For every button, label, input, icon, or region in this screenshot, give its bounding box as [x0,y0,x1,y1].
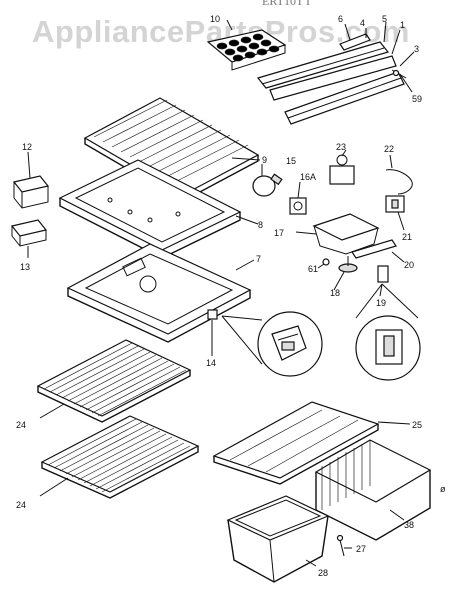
lamp-socket [289,197,307,215]
switch-detail [355,283,421,381]
label-16a: 16A [300,172,316,182]
label-15: 15 [286,156,296,166]
label-7: 7 [256,254,261,264]
label-9: 9 [262,155,267,165]
light-housing [312,213,380,255]
label-18: 18 [330,288,340,298]
label-25: 25 [412,420,422,430]
screw-61 [322,258,330,266]
label-8: 8 [258,220,263,230]
label-21: 21 [402,232,412,242]
label-1: 1 [400,20,405,30]
crisper-screw [336,534,345,557]
wire-shelf-lower [40,415,200,499]
label-19: 19 [376,298,386,308]
label-10: 10 [210,14,220,24]
label-17: 17 [274,228,284,238]
wire-harness [385,169,413,195]
label-28: 28 [318,568,328,578]
label-5: 5 [382,14,387,24]
shelf-rail-upper [256,41,397,101]
shelf-frame-lower [66,243,252,343]
crisper-cover [212,401,380,485]
bracket-detail [207,309,323,377]
label-13: 13 [20,262,30,272]
small-mark: ø [440,484,446,494]
crisper-frame [314,439,432,541]
label-24-lower: 24 [16,500,26,510]
label-4: 4 [360,18,365,28]
label-27: 27 [356,544,366,554]
label-59: 59 [412,94,422,104]
shelf-rail-lower [284,33,405,125]
label-12: 12 [22,142,32,152]
label-6: 6 [338,14,343,24]
label-20: 20 [404,260,414,270]
thermostat [329,154,355,185]
bracket [377,265,389,283]
label-61: 61 [308,264,318,274]
label-22: 22 [384,144,394,154]
dairy-bin [10,219,48,247]
top-cut-text: ERT10T I [262,0,311,8]
butter-bin [12,175,50,209]
door-switch [385,195,405,213]
label-38: 38 [404,520,414,530]
egg-tray [206,29,287,71]
wire-shelf-upper [36,339,192,423]
crisper-drawer [226,495,330,583]
label-24-upper: 24 [16,420,26,430]
light-shield [351,239,397,259]
light-bulb [252,173,283,197]
screw [391,69,407,79]
control-knob [338,256,358,273]
label-23: 23 [336,142,346,152]
leader-lines [27,19,415,567]
label-3: 3 [414,44,419,54]
label-14: 14 [206,358,216,368]
